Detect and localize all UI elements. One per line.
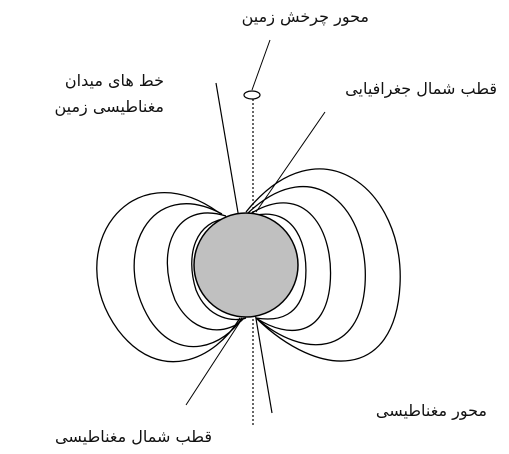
leader-magnetic-north (186, 322, 240, 405)
field-lines-label-line1: خط های میدان (54, 68, 164, 94)
geographic-north-label: قطب شمال جغرافیایی (345, 76, 497, 102)
rotation-marker-icon (244, 91, 260, 99)
magnetic-north-label: قطب شمال مغناطیسی (55, 424, 212, 450)
magnetic-axis-label: محور مغناطیسی (376, 398, 487, 424)
earth-globe (194, 213, 298, 317)
field-lines-label-line2: مغناطیسی زمین (54, 94, 164, 120)
rotation-axis-label: محور چرخش زمین (242, 4, 369, 30)
field-lines-label: خط های میدان مغناطیسی زمین (54, 68, 164, 120)
leader-geographic-north (256, 112, 325, 212)
leader-rotation-axis (252, 40, 270, 90)
